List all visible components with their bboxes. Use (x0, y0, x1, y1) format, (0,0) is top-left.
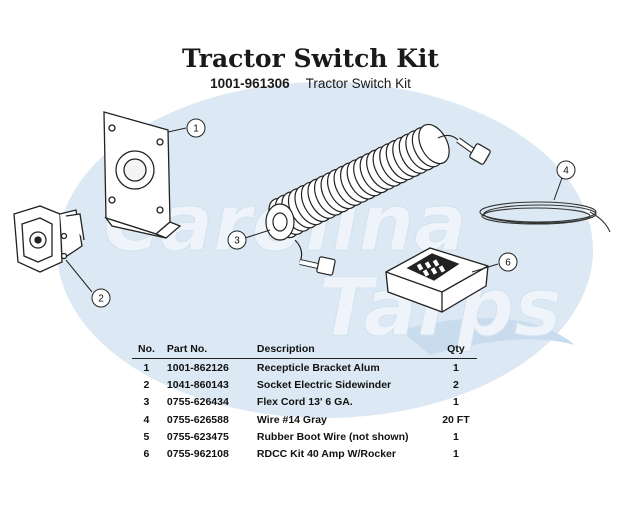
subtitle-part-number: 1001-961306 (210, 76, 290, 91)
cell-part-no: 0755-626588 (166, 413, 229, 426)
callout-6-label: 6 (505, 258, 511, 269)
cell-qty: 1 (453, 396, 459, 409)
cell-description: Flex Cord 13' 6 GA. (256, 396, 353, 409)
leader-2 (65, 259, 93, 293)
cell-no: 6 (143, 447, 150, 460)
page-title: Tractor Switch Kit (182, 44, 439, 73)
leader-1 (167, 127, 187, 133)
callout-3-circle (227, 230, 247, 250)
parts-table: No. Part No. Description Qty 1 1001-86212… (132, 341, 477, 462)
wire-drawing (479, 201, 611, 233)
leader-6 (471, 263, 499, 273)
cell-no: 5 (143, 430, 150, 443)
cell-part-no: 0755-623475 (166, 430, 229, 443)
socket-drawing (13, 205, 85, 273)
cell-description: Socket Electric Sidewinder (256, 379, 392, 392)
leader-3 (244, 229, 271, 239)
leader-4 (553, 177, 563, 201)
table-row: 2 1041-860143 Socket Electric Sidewinder 2 (132, 376, 477, 393)
parts-table-header: No. Part No. Description Qty (132, 341, 477, 359)
callout-2-label: 2 (98, 294, 104, 305)
table-row: 1 1001-862126 Recepticle Bracket Alum 1 (132, 359, 477, 377)
cell-part-no: 0755-962108 (166, 447, 229, 460)
cell-description: Wire #14 Gray (256, 413, 327, 426)
flex-cord-drawing (265, 123, 491, 276)
callout-4-circle (556, 160, 576, 180)
table-row: 3 0755-626434 Flex Cord 13' 6 GA. 1 (132, 393, 477, 410)
bracket-drawing (103, 111, 182, 239)
cell-no: 3 (143, 396, 150, 409)
header-description: Description (250, 341, 435, 359)
cell-description: RDCC Kit 40 Amp W/Rocker (256, 447, 396, 460)
callout-1-circle (186, 118, 206, 138)
callout-1-label: 1 (193, 124, 199, 135)
cell-no: 4 (143, 413, 150, 426)
header-qty: Qty (434, 341, 477, 359)
cell-part-no: 1041-860143 (166, 379, 229, 392)
header-no: No. (132, 341, 161, 359)
table-row: 6 0755-962108 RDCC Kit 40 Amp W/Rocker 1 (132, 445, 477, 462)
cell-qty: 20 FT (442, 413, 470, 426)
cell-description: Recepticle Bracket Alum (256, 362, 380, 374)
callout-6-circle (498, 252, 518, 272)
rocker-switch-icon (385, 247, 489, 313)
page-subtitle: 1001-961306 Tractor Switch Kit (0, 76, 621, 91)
subtitle-description: Tractor Switch Kit (305, 76, 411, 91)
coil-ring (418, 123, 450, 165)
cell-qty: 1 (453, 362, 459, 374)
cell-qty: 2 (453, 379, 459, 392)
table-row: 5 0755-623475 Rubber Boot Wire (not shown)… (132, 428, 477, 445)
cell-description: Rubber Boot Wire (not shown) (256, 430, 409, 443)
cell-qty: 1 (453, 430, 459, 443)
cell-qty: 1 (453, 447, 459, 460)
cell-no: 2 (143, 379, 150, 392)
callout-2-circle (91, 288, 111, 308)
cell-no: 1 (143, 362, 150, 374)
table-row: 4 0755-626588 Wire #14 Gray 20 FT (132, 411, 477, 428)
cell-part-no: 1001-862126 (166, 362, 229, 374)
header-part-no: Part No. (160, 341, 251, 359)
callout-4-label: 4 (563, 166, 569, 177)
cell-part-no: 0755-626434 (166, 396, 229, 409)
callout-3-label: 3 (234, 236, 240, 247)
